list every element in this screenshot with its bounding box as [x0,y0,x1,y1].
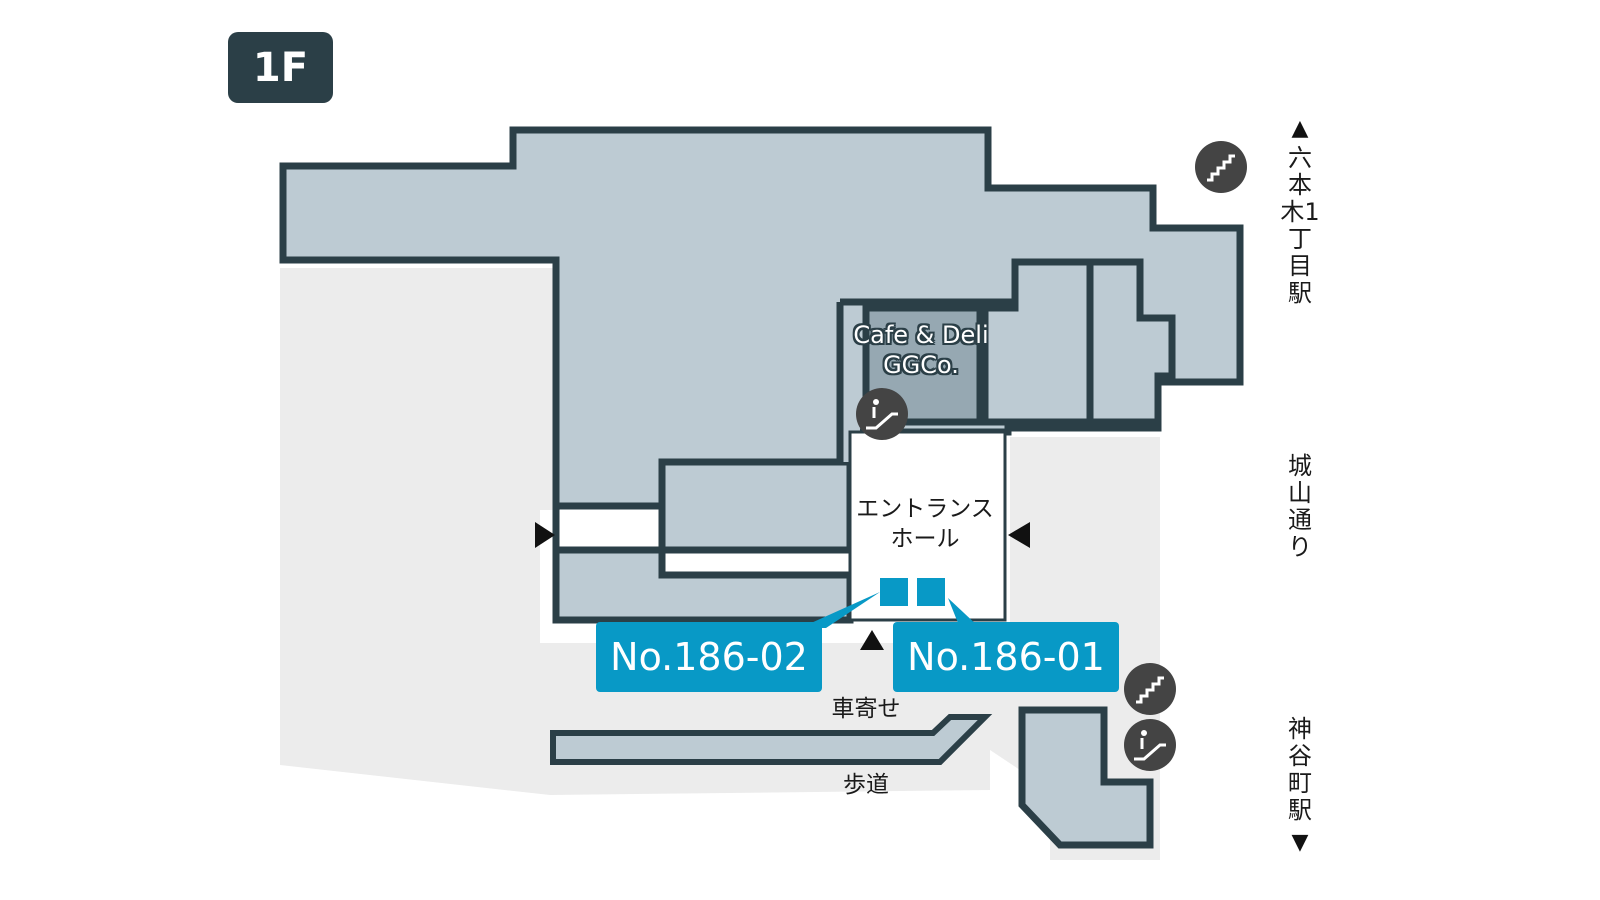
wing-lower [552,506,854,624]
direction-shiroyama-dori: 城山通り [1288,452,1312,561]
floor-badge: 1F [228,32,333,103]
direction-kamiyacho: 神谷町駅 [1288,715,1312,824]
cafe-label: Cafe & Deli GGCo. [846,320,996,380]
cafe-label-line1: Cafe & Deli [853,321,989,349]
room-right-2 [1086,258,1176,426]
entrance-hall-label: エントランス ホール [850,494,1000,554]
callout-01 [948,598,980,628]
stairs-icon [1195,141,1247,193]
space-02-marker [880,578,908,606]
space-tag-186-02[interactable]: No.186-02 [596,622,822,692]
escalator-icon [1124,719,1176,771]
arrow-down-icon: ▼ [1291,830,1309,855]
entry-arrow-right [1008,522,1030,548]
stairs-icon [1124,663,1176,715]
cafe-corridor [840,302,860,462]
annex-building [1018,706,1154,849]
direction-roppongi-itchome: 六本木1丁目駅 [1280,144,1320,307]
cafe-label-line2: GGCo. [883,351,959,379]
escalator-icon [856,388,908,440]
callout-02 [800,592,880,628]
dropoff-island [550,714,993,765]
space-01-marker [917,578,945,606]
arrow-up-icon: ▲ [1291,116,1309,141]
entry-arrow-left [535,522,555,548]
space-tag-186-01[interactable]: No.186-01 [893,622,1119,692]
entry-arrow-bottom [860,630,884,650]
ground-area [280,268,1160,860]
dropoff-label: 車寄せ [831,696,901,722]
walkway-label: 歩道 [843,772,889,798]
entrance-label-line1: エントランス [856,496,994,522]
entrance-label-line2: ホール [890,526,960,552]
